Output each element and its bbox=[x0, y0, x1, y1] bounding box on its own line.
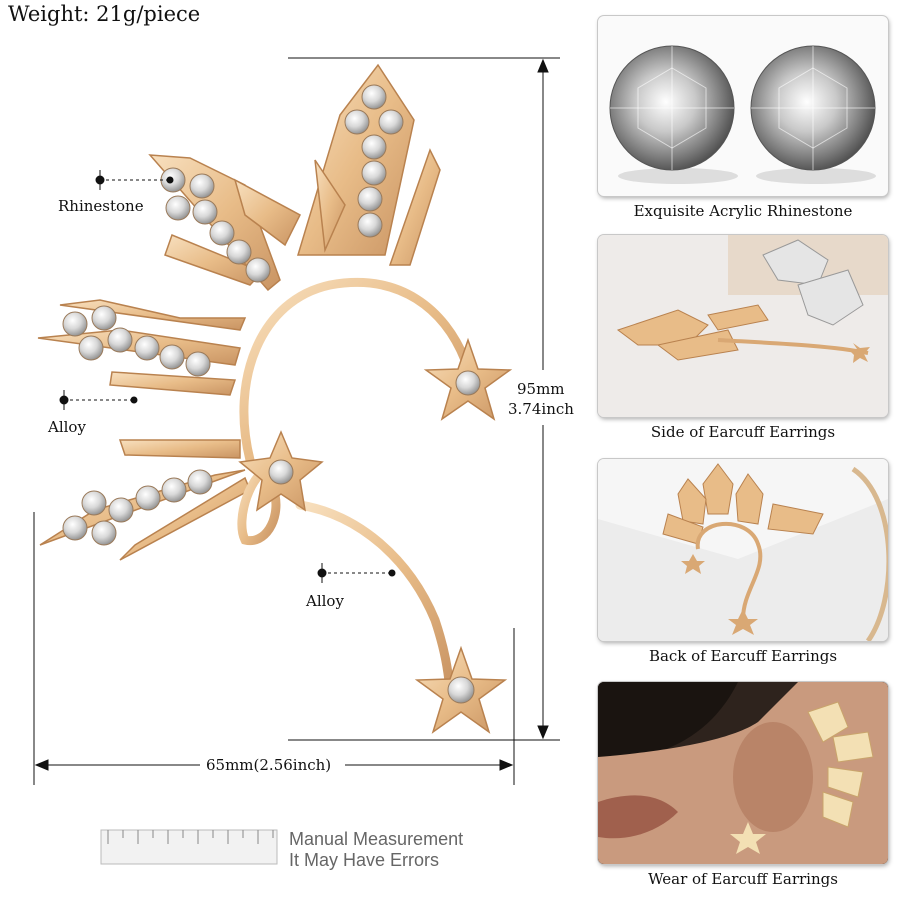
rhinestones bbox=[62, 84, 404, 546]
panel-caption: Back of Earcuff Earrings bbox=[648, 647, 838, 665]
rhinestone-photo bbox=[609, 45, 876, 184]
wear-photo bbox=[598, 682, 888, 864]
earcuff-illustration bbox=[33, 57, 560, 785]
callout-leaders bbox=[59, 170, 396, 583]
alloy-callout-label: Alloy bbox=[48, 418, 86, 436]
side-view-photo-panel bbox=[598, 235, 888, 417]
ruler-icon bbox=[100, 829, 278, 865]
dimension-lines bbox=[33, 57, 560, 785]
disclaimer-line-2: It May Have Errors bbox=[289, 850, 440, 870]
back-view-photo bbox=[598, 459, 888, 641]
cuff-wire bbox=[237, 277, 470, 695]
height-inch-label: 3.74inch bbox=[508, 400, 574, 418]
panel-caption: Wear of Earcuff Earrings bbox=[648, 870, 838, 888]
back-view-photo-panel bbox=[598, 459, 888, 641]
rhinestone-photo-panel bbox=[598, 16, 888, 196]
panel-caption: Side of Earcuff Earrings bbox=[650, 423, 836, 441]
panel-caption: Exquisite Acrylic Rhinestone bbox=[633, 202, 853, 220]
rhinestone-callout-label: Rhinestone bbox=[58, 197, 144, 215]
side-view-photo bbox=[598, 235, 888, 417]
width-dimension-label: 65mm(2.56inch) bbox=[206, 756, 332, 774]
weight-label: Weight: 21g/piece bbox=[8, 2, 201, 26]
wear-photo-panel bbox=[598, 682, 888, 864]
star-stones bbox=[268, 370, 481, 704]
disclaimer-line-1: Manual Measurement bbox=[289, 829, 464, 849]
height-mm-label: 95mm bbox=[517, 380, 565, 398]
alloy-callout-label: Alloy bbox=[306, 592, 344, 610]
